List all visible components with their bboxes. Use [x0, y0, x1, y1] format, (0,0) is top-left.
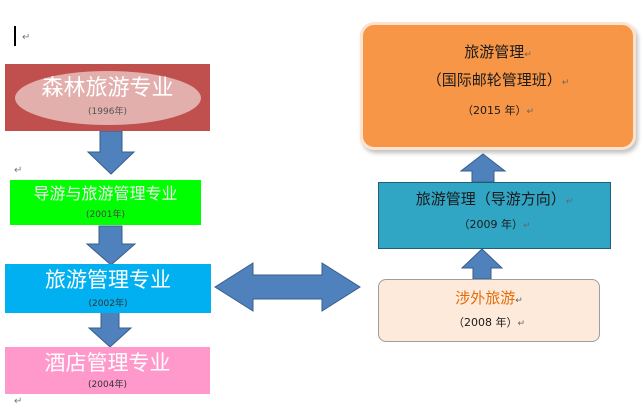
up-arrow-2 — [459, 153, 507, 183]
tourism-management-year: (2002年) — [88, 299, 128, 309]
guide-direction-title: 旅游管理（导游方向）↵ — [415, 190, 574, 208]
tourism-management-title: 旅游管理专业 — [45, 268, 171, 292]
cruise-management-box: 旅游管理↵ （国际邮轮管理班）↵ （2015 年）↵ — [360, 22, 636, 150]
guide-tourism-title: 导游与旅游管理专业 — [33, 184, 178, 203]
down-arrow-2 — [85, 225, 137, 266]
cruise-management-title: 旅游管理↵ — [464, 43, 532, 61]
up-arrow-1 — [460, 248, 504, 280]
cruise-management-subtitle: （国际邮轮管理班）↵ — [426, 71, 570, 89]
forest-tourism-ellipse — [15, 71, 201, 125]
text-cursor — [14, 26, 16, 46]
hotel-management-title: 酒店管理专业 — [44, 351, 171, 375]
foreign-tourism-title: 涉外旅游↵ — [455, 289, 523, 307]
return-mark: ↵ — [14, 165, 23, 176]
return-mark: ↵ — [22, 32, 31, 43]
guide-direction-box: 旅游管理（导游方向）↵ （2009 年）↵ — [378, 182, 611, 249]
return-mark: ↵ — [14, 396, 23, 407]
tourism-management-box: 旅游管理专业 (2002年) — [5, 264, 211, 313]
double-arrow — [214, 262, 361, 312]
hotel-management-year: (2004年) — [88, 380, 127, 390]
guide-tourism-year: (2001年) — [86, 210, 125, 220]
down-arrow-3 — [87, 311, 133, 348]
foreign-tourism-year: （2008 年）↵ — [452, 316, 526, 329]
cruise-management-year: （2015 年）↵ — [461, 104, 535, 117]
foreign-tourism-box: 涉外旅游↵ （2008 年）↵ — [378, 279, 600, 342]
forest-tourism-title: 森林旅游专业 — [41, 76, 174, 101]
guide-tourism-box: 导游与旅游管理专业 (2001年) — [10, 180, 201, 225]
down-arrow-1 — [86, 130, 136, 175]
forest-tourism-box: 森林旅游专业 (1996年) — [5, 64, 210, 131]
guide-direction-year: （2009 年）↵ — [458, 218, 531, 231]
forest-tourism-year: (1996年) — [88, 107, 127, 117]
hotel-management-box: 酒店管理专业 (2004年) — [5, 347, 210, 394]
